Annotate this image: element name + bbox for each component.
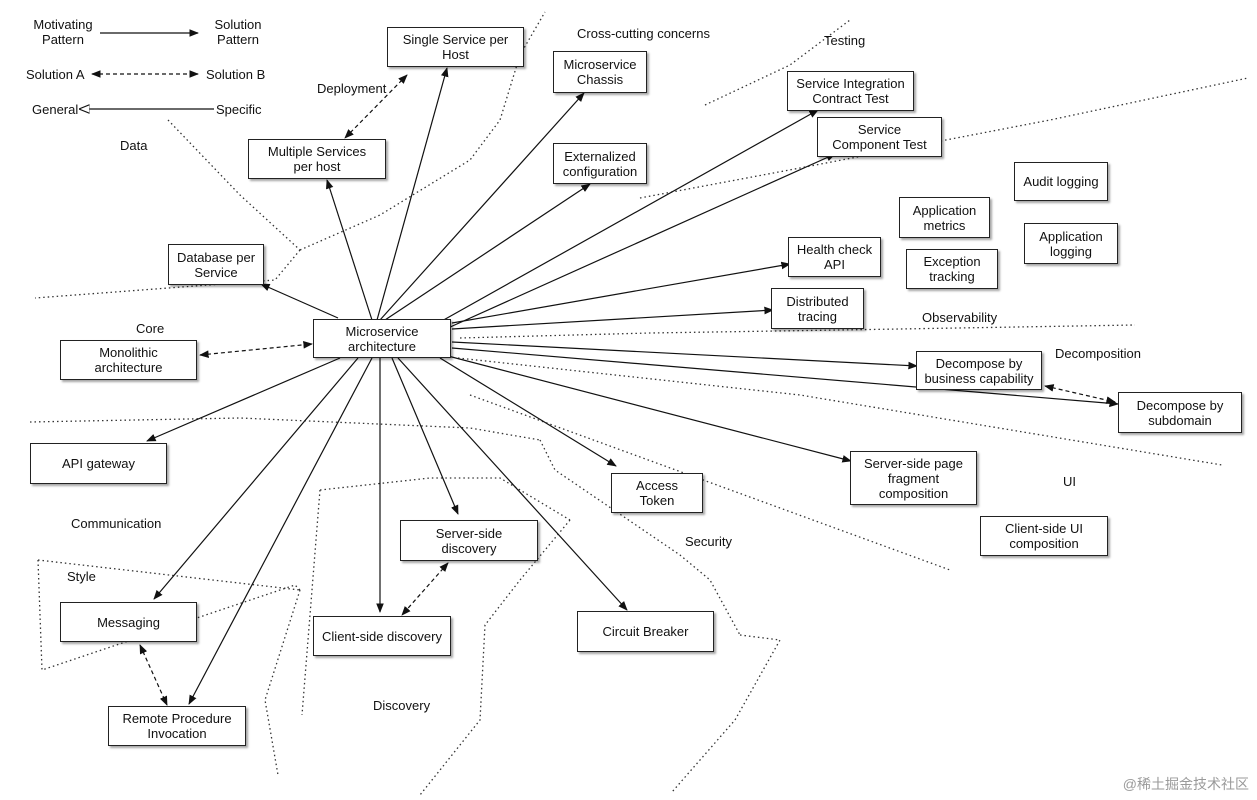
boundary-testing-observability — [639, 77, 1249, 199]
box-application-logging[interactable]: Application logging — [1024, 223, 1118, 264]
box-remote-procedure-invocation[interactable]: Remote Procedure Invocation — [108, 706, 246, 746]
arrow-to-integration-test — [439, 109, 819, 323]
arrow-to-externalized — [384, 183, 591, 321]
dash-messaging-rpi — [139, 644, 168, 706]
region-style: Style — [67, 569, 96, 584]
region-boundaries — [29, 11, 1249, 796]
region-decomposition: Decomposition — [1055, 346, 1141, 361]
dash-single-multiple — [344, 74, 408, 139]
box-database-per-service[interactable]: Database per Service — [168, 244, 264, 285]
box-api-gateway[interactable]: API gateway — [30, 443, 167, 484]
region-ui: UI — [1063, 474, 1076, 489]
boundary-security-bottom — [671, 634, 782, 793]
region-security: Security — [685, 534, 732, 549]
legend-solution-b-label: Solution B — [206, 67, 266, 82]
box-messaging[interactable]: Messaging — [60, 602, 197, 642]
dash-monolith-micro — [199, 341, 313, 358]
boundary-observability-decomposition — [459, 324, 1136, 339]
box-access-token[interactable]: Access Token — [611, 473, 703, 513]
region-data: Data — [120, 138, 148, 153]
box-microservice-architecture[interactable]: Microservice architecture — [313, 319, 451, 358]
box-health-check-api[interactable]: Health check API — [788, 237, 881, 277]
boundary-discovery-right — [419, 519, 571, 796]
region-testing: Testing — [824, 33, 866, 48]
boundary-style-right — [264, 589, 301, 776]
boundary-discovery-left — [301, 489, 321, 716]
box-service-component-test[interactable]: Service Component Test — [817, 117, 942, 157]
legend-arrows — [80, 29, 214, 109]
arrow-to-health-check — [451, 261, 791, 324]
box-single-service-per-host[interactable]: Single Service per Host — [387, 27, 524, 67]
box-service-integration-contract-test[interactable]: Service Integration Contract Test — [787, 71, 914, 111]
boundary-core-communication — [29, 417, 541, 441]
boundary-decomposition-ui — [457, 357, 1223, 466]
region-discovery: Discovery — [373, 698, 431, 713]
boundary-style-top — [37, 559, 301, 591]
dash-discovery — [401, 562, 449, 616]
arrow-to-multiple-services — [325, 179, 373, 321]
box-microservice-chassis[interactable]: Microservice Chassis — [553, 51, 647, 93]
arrows-alternative — [139, 74, 1116, 706]
legend-general-label: General — [32, 102, 79, 117]
arrow-to-messaging — [153, 357, 359, 600]
boundary-discovery-top — [319, 477, 571, 521]
arrow-to-database — [260, 283, 339, 319]
box-decompose-by-subdomain[interactable]: Decompose by subdomain — [1118, 392, 1242, 433]
boundary-deployment-left — [167, 119, 301, 251]
box-client-side-ui-composition[interactable]: Client-side UI composition — [980, 516, 1108, 556]
arrow-to-component-test — [447, 153, 836, 329]
boundary-deployment-crosscut — [299, 11, 546, 251]
box-server-side-page-fragment-composition[interactable]: Server-side page fragment composition — [850, 451, 977, 505]
region-core: Core — [136, 321, 165, 336]
dash-decompose — [1044, 384, 1116, 404]
arrow-to-rpi — [188, 357, 373, 705]
arrow-to-chassis — [379, 92, 585, 321]
arrows-specific — [146, 67, 1119, 705]
legend-specific-label: Specific — [216, 102, 262, 117]
boundary-communication-security — [539, 439, 741, 636]
box-application-metrics[interactable]: Application metrics — [899, 197, 990, 238]
arrow-to-single-service — [376, 67, 449, 321]
box-externalized-configuration[interactable]: Externalized configuration — [553, 143, 647, 184]
box-exception-tracking[interactable]: Exception tracking — [906, 249, 998, 289]
region-communication: Communication — [71, 516, 162, 531]
box-decompose-by-business-capability[interactable]: Decompose by business capability — [916, 351, 1042, 390]
box-monolithic-architecture[interactable]: Monolithic architecture — [60, 340, 197, 380]
box-distributed-tracing[interactable]: Distributed tracing — [771, 288, 864, 329]
box-circuit-breaker[interactable]: Circuit Breaker — [577, 611, 714, 652]
legend-solution-a-label: Solution A — [26, 67, 85, 82]
arrow-to-decompose-business — [451, 341, 918, 370]
box-server-side-discovery[interactable]: Server-side discovery — [400, 520, 538, 561]
box-client-side-discovery[interactable]: Client-side discovery — [313, 616, 451, 656]
arrow-to-decompose-subdomain — [451, 347, 1119, 408]
arrow-to-access-token — [439, 357, 617, 467]
legend-motivating-label: Motivating Pattern — [33, 17, 93, 47]
arrow-to-distributed-tracing — [451, 306, 774, 330]
box-audit-logging[interactable]: Audit logging — [1014, 162, 1108, 201]
box-multiple-services-per-host[interactable]: Multiple Services per host — [248, 139, 386, 179]
legend-solution-label: Solution Pattern — [214, 17, 262, 47]
watermark: @稀土掘金技术社区 — [1122, 776, 1249, 792]
arrow-to-api-gateway — [146, 357, 341, 442]
arrow-to-circuit-breaker — [397, 357, 628, 611]
region-cross-cutting: Cross-cutting concerns — [577, 26, 710, 41]
arrow-to-server-side-discovery — [391, 357, 459, 515]
region-observability: Observability — [922, 310, 998, 325]
region-deployment: Deployment — [317, 81, 387, 96]
arrow-to-server-side-page — [447, 355, 852, 463]
